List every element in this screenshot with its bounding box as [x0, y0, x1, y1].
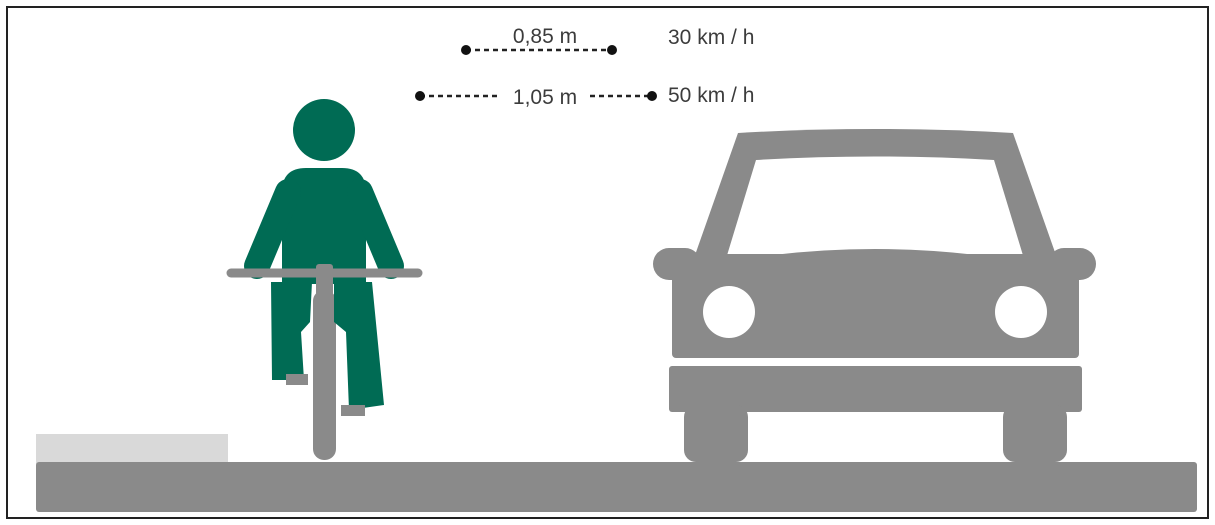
- curb: [36, 434, 228, 464]
- cyclist-icon: [231, 99, 418, 460]
- cyclist-left-leg: [271, 282, 312, 380]
- speed-label-50: 50 km / h: [668, 84, 754, 107]
- distance-marker-50: 1,05 m 50 km / h: [415, 84, 754, 109]
- road-surface: [36, 462, 1197, 512]
- bicycle-pedal-right: [341, 405, 365, 416]
- car-icon: [653, 129, 1096, 462]
- cyclist-head: [293, 99, 355, 161]
- car-headlight-left: [703, 286, 755, 338]
- distance-endpoint-start: [415, 91, 425, 101]
- distance-label-30: 0,85 m: [513, 25, 577, 48]
- cyclist-right-leg: [334, 282, 384, 410]
- distance-label-50: 1,05 m: [513, 86, 577, 109]
- bicycle-stem: [316, 264, 333, 298]
- car-wheel-right: [1003, 405, 1067, 462]
- distance-endpoint-start: [461, 45, 471, 55]
- bicycle-wheel: [313, 290, 336, 460]
- bicycle-pedal-left: [286, 374, 308, 385]
- distance-marker-30: 0,85 m 30 km / h: [461, 25, 754, 55]
- distance-endpoint-end: [607, 45, 617, 55]
- car-wheel-left: [684, 405, 748, 462]
- distance-endpoint-end: [647, 91, 657, 101]
- car-windshield: [725, 157, 1025, 263]
- car-headlight-right: [995, 286, 1047, 338]
- speed-label-30: 30 km / h: [668, 26, 754, 49]
